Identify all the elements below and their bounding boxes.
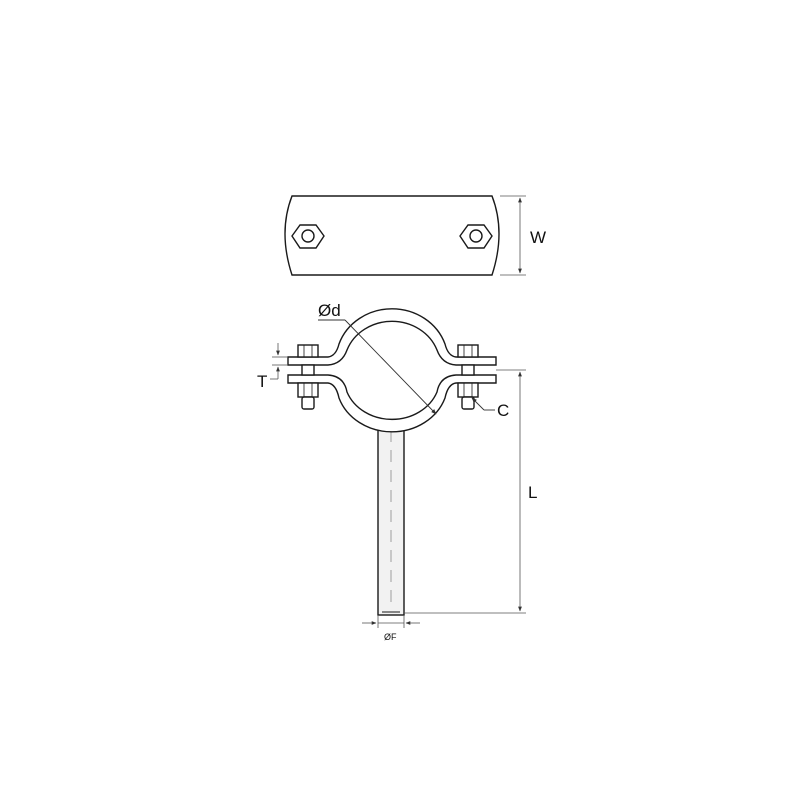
diameter-label: Ød bbox=[318, 301, 341, 320]
thickness-label: T bbox=[257, 372, 267, 391]
width-dimension bbox=[500, 195, 526, 276]
length-label: L bbox=[528, 483, 537, 502]
width-label: W bbox=[530, 228, 546, 247]
diameter-leader bbox=[318, 319, 437, 415]
right-hex-nut-icon bbox=[459, 224, 493, 249]
right-bolt-icon bbox=[457, 344, 479, 410]
lower-strap bbox=[287, 374, 497, 433]
left-hex-nut-icon bbox=[291, 224, 325, 249]
rod-diameter-label: ØF bbox=[384, 632, 397, 642]
rod-diameter-dimension bbox=[362, 615, 420, 628]
upper-strap bbox=[287, 308, 497, 366]
front-view bbox=[287, 308, 497, 616]
top-view bbox=[284, 195, 500, 276]
bolt-leader bbox=[471, 397, 495, 411]
left-bolt-icon bbox=[297, 344, 319, 410]
bolt-label: C bbox=[497, 401, 509, 420]
top-view-plate bbox=[284, 195, 500, 276]
thickness-dimension bbox=[270, 343, 288, 380]
length-dimension bbox=[404, 369, 526, 614]
